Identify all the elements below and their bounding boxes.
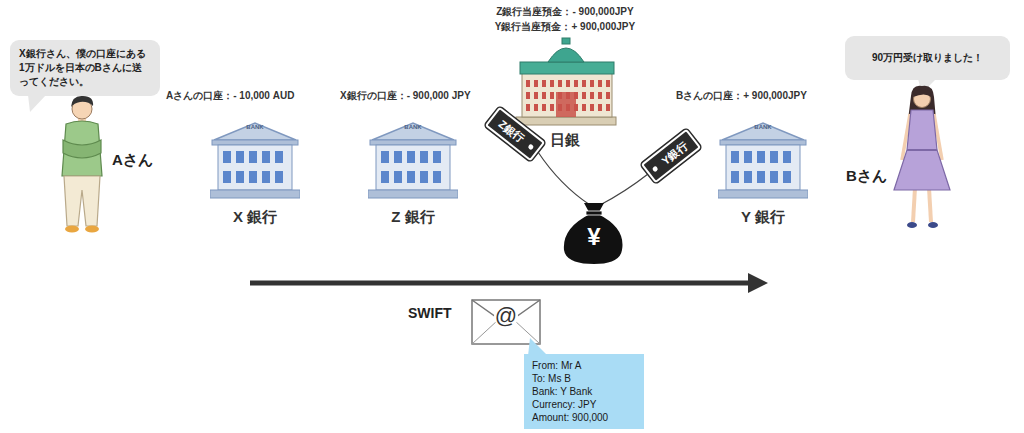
building-sign: BANK (240, 124, 270, 131)
network-name: SWIFT (408, 305, 466, 322)
y-bank-building (718, 123, 808, 198)
speech-text: 90万円受け取りました！ (872, 51, 983, 65)
tag-string (538, 152, 590, 205)
bank-label: Bさんの口座：+ 900,000JPY (676, 89, 844, 102)
speech-bubble: X銀行さん、僕の口座にある1万ドルを日本のBさんに送ってください。 (10, 40, 160, 96)
message-line: To: Ms B (532, 372, 636, 385)
bank-label-group: Aさんの口座：- 10,000 AUD X 銀行 (166, 86, 356, 226)
message-line: From: Mr A (532, 359, 636, 372)
at-symbol: @ (494, 303, 518, 329)
tag-text: Y銀行 (658, 138, 690, 168)
bank-label: X 銀行 (210, 207, 300, 227)
bank-tag: Y銀行 (641, 129, 701, 184)
message-line: Bank: Y Bank (532, 385, 636, 398)
money-bag (564, 203, 623, 264)
bank-label: Aさんの口座：- 10,000 AUD (166, 89, 356, 102)
bank-label: Y銀行当座預金：+ 900,000JPY (470, 20, 660, 33)
person-name: Bさん (846, 167, 890, 185)
boj-building (516, 38, 616, 125)
message-line: Currency: JPY (532, 398, 636, 411)
bank-label-group: Bさんの口座：+ 900,000JPY Y 銀行 (676, 86, 844, 226)
bank-label: Y 銀行 (718, 207, 808, 227)
bank-label: X銀行の口座：- 900,000 JPY (340, 89, 512, 102)
tag-string (600, 174, 648, 205)
bank-label: Z 銀行 (368, 207, 458, 227)
person-name: Aさん (112, 151, 156, 169)
bank-label: Z銀行当座預金：- 900,000JPY (470, 5, 660, 18)
bubble-tail (28, 95, 46, 112)
x-bank-building (210, 123, 300, 198)
yen-symbol: ¥ (579, 223, 609, 252)
person-b-figure (894, 86, 950, 228)
speech-bubble: 90万円受け取りました！ (845, 36, 1010, 80)
envelope-icon (472, 300, 540, 344)
message-line: Amount: 900,000 (532, 411, 636, 424)
swift-message-box: From: Mr ATo: Ms BBank: Y BankCurrency: … (524, 354, 644, 429)
person-a-figure (62, 96, 102, 233)
z-bank-building (368, 123, 458, 198)
building-sign: BANK (398, 124, 428, 131)
bank-label-group: X銀行の口座：- 900,000 JPY Z 銀行 (340, 86, 512, 226)
building-sign: BANK (748, 124, 778, 131)
speech-text: X銀行さん、僕の口座にある1万ドルを日本のBさんに送ってください。 (19, 47, 151, 89)
flow-arrow (250, 273, 768, 293)
